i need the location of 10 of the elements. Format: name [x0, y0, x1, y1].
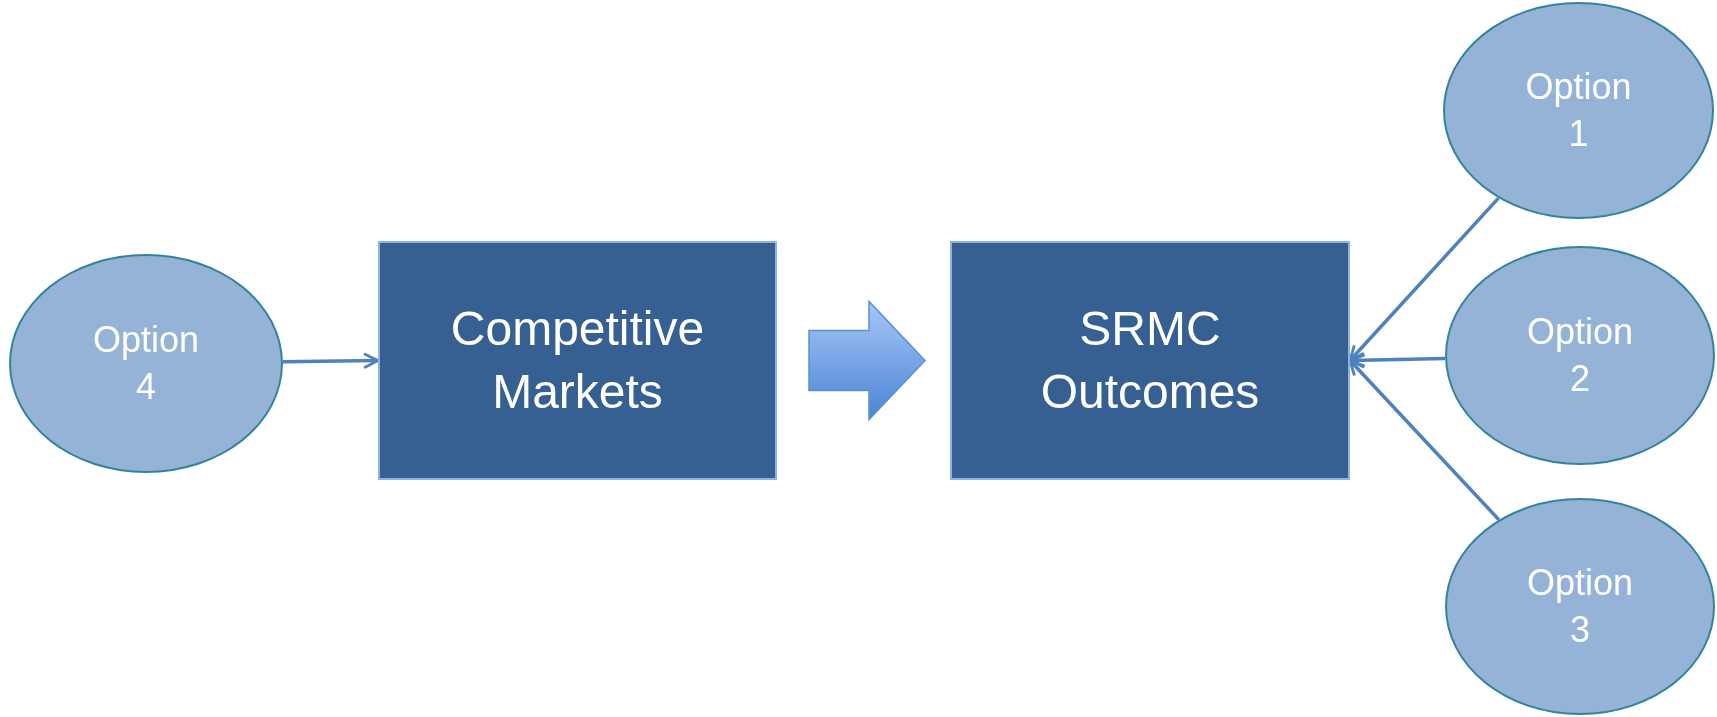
node-label: Competitive Markets	[449, 301, 706, 420]
arrow	[282, 352, 380, 370]
node-label: Option 3	[1525, 560, 1635, 652]
process-box	[378, 241, 777, 480]
block-arrow	[808, 299, 927, 422]
node-label: Option 2	[1525, 309, 1635, 401]
node-label: SRMC Outcomes	[1039, 301, 1261, 420]
node-label: Option 4	[91, 317, 201, 409]
node-label: Option 1	[1524, 64, 1633, 156]
process-box	[950, 241, 1350, 480]
